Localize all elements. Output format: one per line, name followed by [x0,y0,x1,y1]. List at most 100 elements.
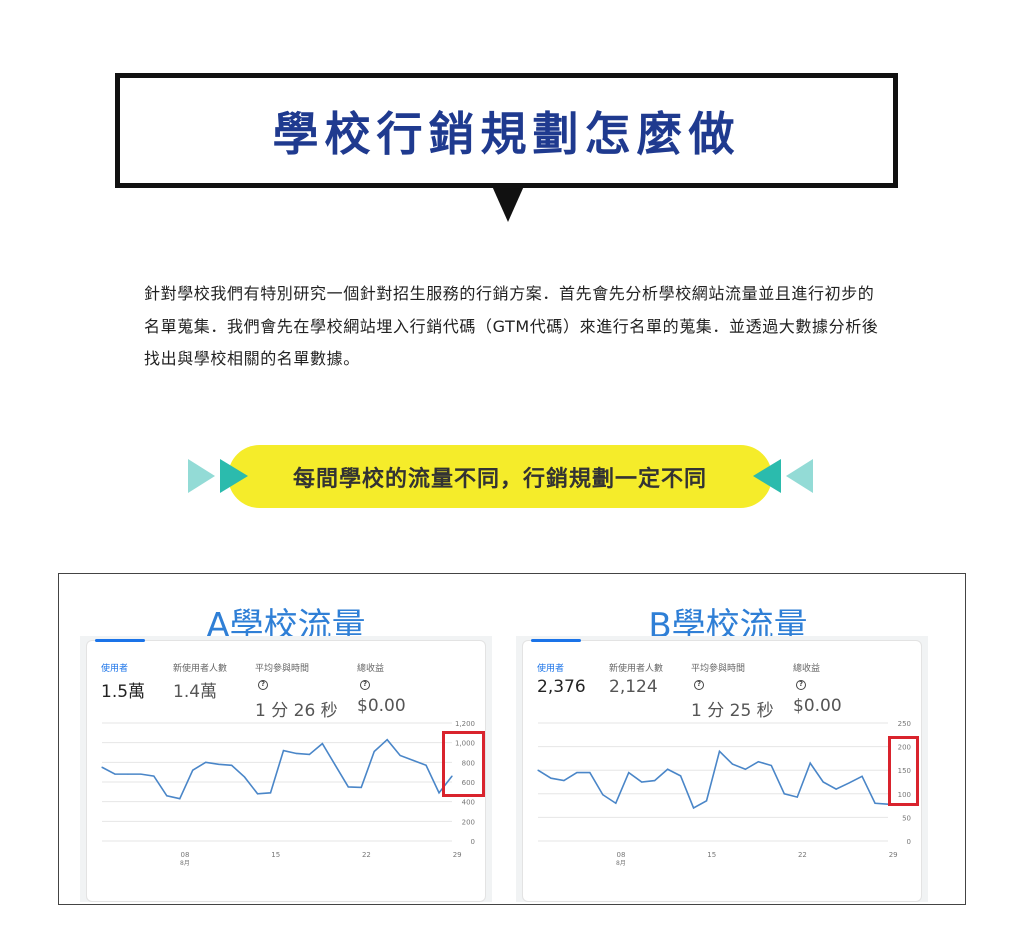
data-point [679,775,682,777]
x-tick-label: 29 [453,851,462,859]
data-point [179,798,181,800]
data-point [744,768,747,770]
data-point [256,793,259,795]
data-point [425,764,427,766]
x-tick-label: 15 [707,851,716,859]
metric-1[interactable]: 新使用者人數 1.4萬 [173,661,227,702]
data-point [451,775,453,777]
metric-label: 使用者 [537,664,565,674]
metric-label: 新使用者人數 [609,664,664,674]
help-icon[interactable]: ? [796,679,806,690]
metric-3[interactable]: 總收益? $0.00 [357,661,406,716]
metric-label: 新使用者人數 [173,664,228,674]
y-tick-label: 150 [898,767,911,775]
data-point [269,792,272,794]
data-point [705,800,708,802]
help-icon[interactable]: ? [258,679,268,690]
data-point [563,779,565,782]
speech-pointer [492,186,524,222]
data-point [667,768,669,770]
data-point [166,795,168,797]
data-point [360,786,362,789]
y-tick-label: 200 [462,818,475,826]
help-icon[interactable]: ? [694,679,704,690]
metric-value: $0.00 [793,696,842,716]
y-tick-label: 0 [907,838,911,846]
metric-label: 平均參與時間 [691,664,746,674]
data-point [615,802,617,804]
data-point [153,775,155,777]
data-point [101,766,103,768]
data-point [321,743,323,745]
highlight-box-b [888,736,919,806]
page-title: 學校行銷規劃怎麼做 [272,106,741,161]
data-point [589,771,591,774]
y-tick-label: 250 [898,720,911,728]
series-line [537,749,889,810]
metric-value: 1.4萬 [173,682,218,702]
data-point [874,802,876,804]
x-tick-label: 08 [617,851,626,859]
y-tick-label: 600 [462,779,475,787]
data-point [809,762,811,764]
x-tick-label: 22 [362,851,371,859]
banner-text: 每間學校的流量不同，行銷規劃一定不同 [292,466,707,492]
data-point [231,764,233,766]
metric-0[interactable]: 使用者 2,376 [537,661,586,697]
help-icon[interactable]: ? [360,679,370,690]
data-point [282,749,285,752]
data-point [770,764,772,767]
x-month-label: 8月 [616,860,626,867]
x-month-label: 8月 [180,860,190,867]
triangle-left-inner [220,459,248,493]
metric-value: 2,376 [537,677,586,697]
x-tick-label: 08 [181,851,190,859]
data-point [537,769,539,771]
data-point [114,773,116,775]
triangle-left-outer [188,459,215,493]
metric-value: 1.5萬 [101,682,146,702]
y-tick-label: 1,000 [455,740,475,748]
x-tick-label: 22 [798,851,807,859]
data-point [550,777,552,779]
x-tick-label: 29 [889,851,898,859]
title-box: 學校行銷規劃怎麼做 [115,73,898,188]
y-tick-label: 0 [471,838,475,846]
metric-label: 總收益 [357,664,385,674]
data-point [796,796,798,798]
data-point [127,773,129,775]
metric-3[interactable]: 總收益? $0.00 [793,661,842,716]
line-chart: 0 50 100 150 200 250 08 15 22 29 8月 [537,720,911,867]
intro-paragraph: 針對學校我們有特別研究一個針對招生服務的行銷方案．首先會先分析學校網站流量並且進… [144,284,879,368]
comparison-frame [58,573,966,905]
y-tick-label: 1,200 [455,720,475,728]
data-point [192,769,194,771]
metric-value: 1 分 26 秒 [255,701,338,721]
y-tick-label: 200 [898,744,911,752]
metric-value: $0.00 [357,696,406,716]
y-tick-label: 400 [462,799,475,807]
metric-label: 總收益 [793,664,821,674]
metric-2[interactable]: 平均參與時間? 1 分 26 秒 [255,661,338,721]
data-point [628,771,630,774]
data-point [757,761,759,763]
triangle-right-outer [786,459,813,493]
metric-label: 平均參與時間 [255,664,310,674]
data-point [438,792,440,794]
data-point [835,788,837,790]
data-point [373,750,375,753]
metric-value: 1 分 25 秒 [691,701,774,721]
data-point [602,794,604,796]
y-tick-label: 100 [898,791,911,799]
data-point [692,807,695,809]
metric-2[interactable]: 平均參與時間? 1 分 25 秒 [691,661,774,721]
data-point [718,750,721,752]
data-point [399,754,401,757]
data-point [861,775,863,777]
y-tick-label: 50 [902,814,911,822]
